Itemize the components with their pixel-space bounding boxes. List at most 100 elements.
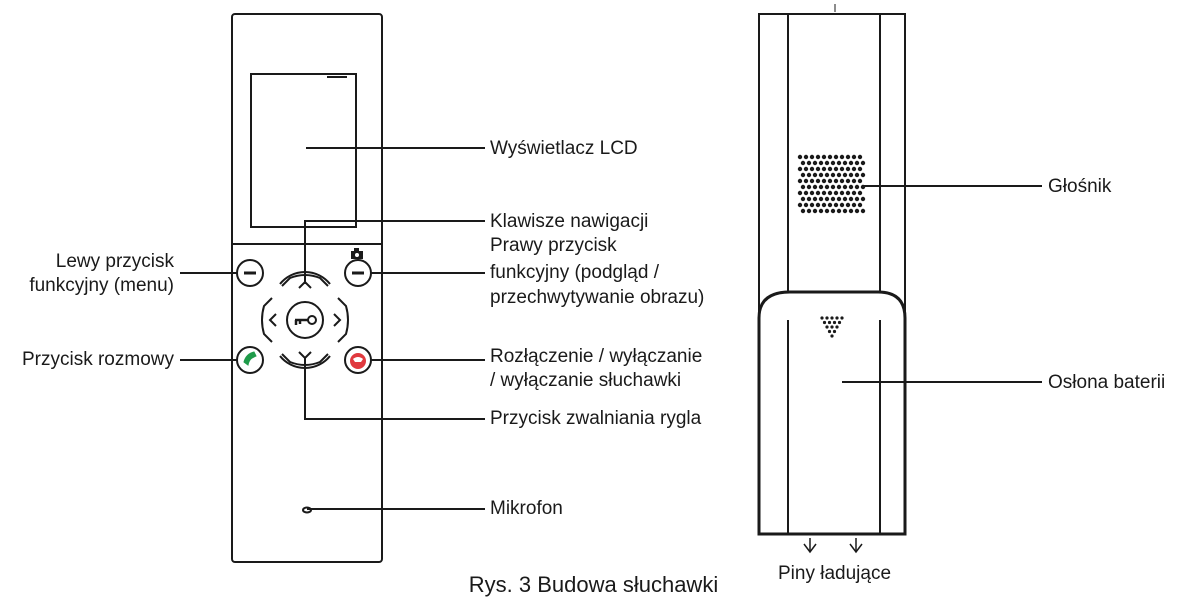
grille-dot [803, 202, 809, 208]
grille-dot [809, 202, 815, 208]
battery-cover [757, 290, 907, 536]
vent-dot [840, 316, 844, 320]
vent-dot [822, 320, 827, 325]
grille-dot [845, 202, 851, 208]
grille-dot [851, 154, 857, 160]
label-speaker: Głośnik [1048, 176, 1112, 197]
battery-vent-dots [820, 316, 844, 338]
grille-dot [815, 166, 821, 172]
grille-dot [860, 208, 866, 214]
grille-dot [815, 190, 821, 196]
grille-dot [824, 172, 830, 178]
grille-dot [806, 196, 812, 202]
lcd-screen [250, 73, 357, 228]
grille-dot [857, 202, 863, 208]
grille-dot [797, 154, 803, 160]
grille-dot [830, 196, 836, 202]
grille-dot [836, 172, 842, 178]
grille-dot [818, 160, 824, 166]
vent-dot [825, 325, 829, 329]
grille-dot [851, 202, 857, 208]
grille-dot [860, 184, 866, 190]
label-right-fn-1: Prawy przycisk [490, 235, 617, 256]
grille-dot [830, 208, 836, 214]
speaker-grille-icon [797, 154, 866, 214]
grille-dot [803, 178, 809, 184]
grille-dot [800, 184, 806, 190]
grille-dot [812, 184, 818, 190]
grille-dot [839, 166, 845, 172]
grille-dot [857, 154, 863, 160]
grille-dot [836, 160, 842, 166]
grille-dot [845, 190, 851, 196]
vent-dot [830, 334, 834, 338]
grille-dot [824, 160, 830, 166]
grille-dot [824, 184, 830, 190]
label-talk: Przycisk rozmowy [21, 349, 174, 370]
grille-dot [833, 154, 839, 160]
grille-dot [821, 190, 827, 196]
nav-keys-leader [304, 220, 485, 284]
grille-dot [806, 160, 812, 166]
grille-dot [857, 166, 863, 172]
grille-dot [815, 154, 821, 160]
hangup-handset-icon [344, 346, 372, 374]
grille-dot [836, 208, 842, 214]
grille-dot [809, 178, 815, 184]
call-handset-icon [236, 346, 264, 374]
label-hangup-1: Rozłączenie / wyłączanie [490, 346, 703, 367]
label-unlock: Przycisk zwalniania rygla [490, 408, 702, 429]
grille-dot [833, 202, 839, 208]
grille-dot [857, 190, 863, 196]
grille-dot [836, 184, 842, 190]
down-arrow-pin-icon [803, 538, 863, 554]
grille-dot [821, 166, 827, 172]
grille-dot [800, 160, 806, 166]
key-icon [294, 315, 317, 325]
grille-dot [803, 190, 809, 196]
grille-dot [818, 196, 824, 202]
grille-dot [803, 166, 809, 172]
label-lcd: Wyświetlacz LCD [490, 138, 638, 159]
grille-dot [833, 178, 839, 184]
label-battery-cover: Osłona baterii [1048, 372, 1166, 393]
grille-dot [860, 196, 866, 202]
grille-dot [848, 208, 854, 214]
grille-dot [833, 166, 839, 172]
grille-dot [821, 154, 827, 160]
camera-icon [351, 248, 363, 259]
grille-dot [845, 178, 851, 184]
vent-dot [837, 320, 842, 325]
label-left-fn-2: funkcyjny (menu) [29, 275, 174, 296]
grille-dot [833, 190, 839, 196]
grille-dot [845, 154, 851, 160]
grille-dot [806, 172, 812, 178]
vent-dot [830, 325, 834, 329]
grille-dot [851, 178, 857, 184]
vent-dot [835, 316, 839, 320]
grille-dot [845, 166, 851, 172]
vent-dot [827, 329, 832, 334]
grille-dot [848, 160, 854, 166]
grille-dot [854, 208, 860, 214]
grille-dot [860, 160, 866, 166]
label-mic: Mikrofon [490, 498, 563, 519]
grille-dot [821, 202, 827, 208]
grille-dot [800, 208, 806, 214]
grille-dot [854, 196, 860, 202]
grille-dot [839, 190, 845, 196]
grille-dot [827, 190, 833, 196]
grille-dot [800, 172, 806, 178]
label-hangup-2: / wyłączanie słuchawki [490, 370, 682, 391]
grille-dot [860, 172, 866, 178]
grille-dot [797, 190, 803, 196]
grille-dot [797, 202, 803, 208]
grille-dot [854, 160, 860, 166]
grille-dot [818, 208, 824, 214]
label-right-fn-2: funkcyjny (podgląd / [490, 262, 659, 283]
grille-dot [854, 184, 860, 190]
grille-dot [830, 172, 836, 178]
down-arrow-icon [298, 351, 312, 360]
label-left-fn-1: Lewy przycisk [55, 251, 174, 272]
